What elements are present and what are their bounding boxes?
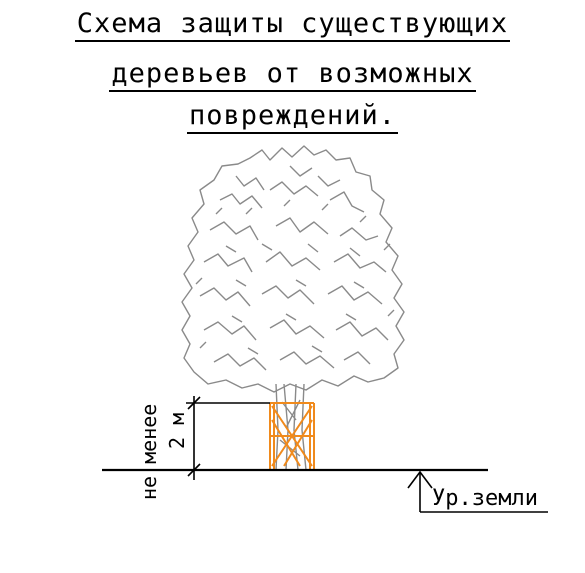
- title-line-1: Схема защиты существующих: [0, 10, 585, 42]
- title-line-2: деревьев от возможных: [0, 60, 585, 92]
- dimension-qualifier: не менее: [137, 404, 161, 500]
- tree-trunk: [275, 383, 307, 471]
- dimension-value: 2 м: [165, 413, 189, 449]
- tree-crown-icon: [181, 145, 405, 393]
- height-dimension: [186, 396, 270, 480]
- ground-level-label: Ур.земли: [432, 486, 538, 511]
- title-line-3: повреждений.: [0, 102, 585, 134]
- ground-level-arrow-icon: [407, 470, 548, 513]
- tree-guard-icon: [269, 402, 315, 470]
